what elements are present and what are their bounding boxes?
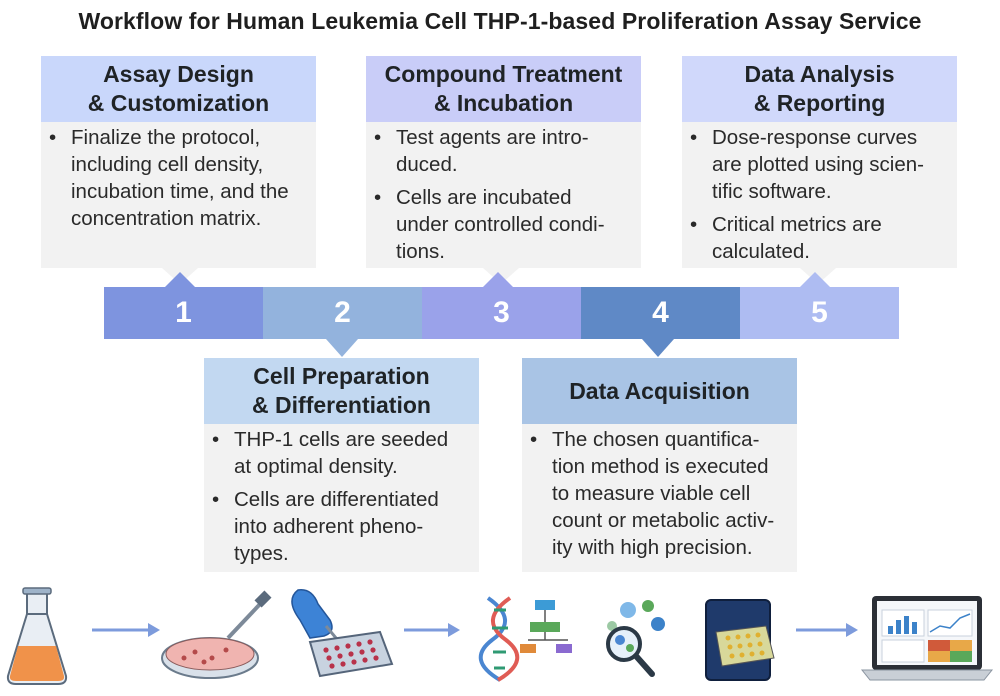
card-title: Assay Design & Customization	[41, 56, 316, 122]
arrow-icon	[796, 623, 858, 637]
dna-icon	[478, 596, 520, 682]
bullet-item: •THP-1 cells are seeded at optimal densi…	[212, 428, 449, 478]
step-number: 5	[811, 296, 828, 329]
step-number: 2	[334, 296, 351, 329]
card-data-analysis: Data Analysis & Reporting •Dose-response…	[682, 56, 957, 268]
step-2: 2	[263, 287, 422, 339]
card-body: •Dose-response curves are plotted using …	[682, 122, 957, 277]
step-number: 1	[175, 296, 192, 329]
card-cell-preparation: Cell Preparation & Differentiation •THP-…	[204, 358, 479, 572]
bullet-item: •The chosen quantifica- tion method is e…	[530, 428, 775, 559]
bullet-text: Critical metrics are calculated.	[712, 213, 882, 263]
step-notch-4	[642, 339, 674, 357]
flowchart-icon	[520, 600, 572, 653]
step-notch-3	[483, 272, 513, 287]
laptop-charts-icon	[860, 596, 994, 681]
bullet-item: •Critical metrics are calculated.	[690, 213, 882, 263]
step-4: 4	[581, 287, 740, 339]
card-compound-treatment: Compound Treatment & Incubation •Test ag…	[366, 56, 641, 268]
gloved-hand-well-plate-icon	[291, 589, 394, 678]
card-title-text: Data Analysis & Reporting	[744, 61, 895, 116]
step-notch-5	[800, 272, 830, 287]
bullet-text: Cells are differentiated into adherent p…	[234, 488, 439, 565]
magnifier-cells-icon	[606, 600, 665, 677]
page-title: Workflow for Human Leukemia Cell THP-1-b…	[78, 8, 922, 34]
card-body: •The chosen quantifica- tion method is e…	[522, 424, 797, 573]
bullet-item: •Finalize the protocol, including cell d…	[49, 126, 289, 230]
bullet-item: •Test agents are intro- duced.	[374, 126, 589, 176]
workflow-illustration-row	[6, 587, 994, 685]
bullet-item: •Cells are incubated under controlled co…	[374, 186, 605, 263]
step-notch-2	[326, 339, 358, 357]
bullet-text: Cells are incubated under controlled con…	[396, 186, 605, 263]
bullet-item: •Cells are differentiated into adherent …	[212, 488, 439, 565]
step-number: 4	[652, 296, 669, 329]
card-title-text: Data Acquisition	[569, 377, 750, 404]
card-title: Data Analysis & Reporting	[682, 56, 957, 122]
step-number: 3	[493, 296, 510, 329]
card-title: Compound Treatment & Incubation	[366, 56, 641, 122]
card-assay-design: Assay Design & Customization •Finalize t…	[41, 56, 316, 268]
bullet-item: •Dose-response curves are plotted using …	[690, 126, 924, 203]
bullet-text: The chosen quantifica- tion method is ex…	[552, 428, 775, 559]
step-3: 3	[422, 287, 581, 339]
arrow-icon	[404, 623, 460, 637]
card-body: •Test agents are intro- duced. •Cells ar…	[366, 122, 641, 277]
bullet-text: Dose-response curves are plotted using s…	[712, 126, 924, 203]
bullet-text: THP-1 cells are seeded at optimal densit…	[234, 428, 449, 478]
card-body: •THP-1 cells are seeded at optimal densi…	[204, 424, 479, 579]
card-title-text: Cell Preparation & Differentiation	[252, 363, 431, 418]
flask-icon	[6, 587, 68, 685]
card-title-text: Assay Design & Customization	[87, 61, 270, 116]
card-title: Data Acquisition	[522, 358, 797, 424]
card-body: •Finalize the protocol, including cell d…	[41, 122, 316, 244]
plate-reader-icon	[705, 599, 775, 681]
step-5: 5	[740, 287, 899, 339]
bullet-text: Test agents are intro- duced.	[396, 126, 589, 176]
card-title: Cell Preparation & Differentiation	[204, 358, 479, 424]
arrow-icon	[92, 623, 160, 637]
step-1: 1	[104, 287, 263, 339]
card-data-acquisition: Data Acquisition •The chosen quantifica-…	[522, 358, 797, 572]
step-notch-1	[165, 272, 195, 287]
card-title-text: Compound Treatment & Incubation	[384, 61, 623, 116]
bullet-text: Finalize the protocol, including cell de…	[71, 126, 289, 230]
petri-dish-pipette-icon	[161, 590, 272, 679]
